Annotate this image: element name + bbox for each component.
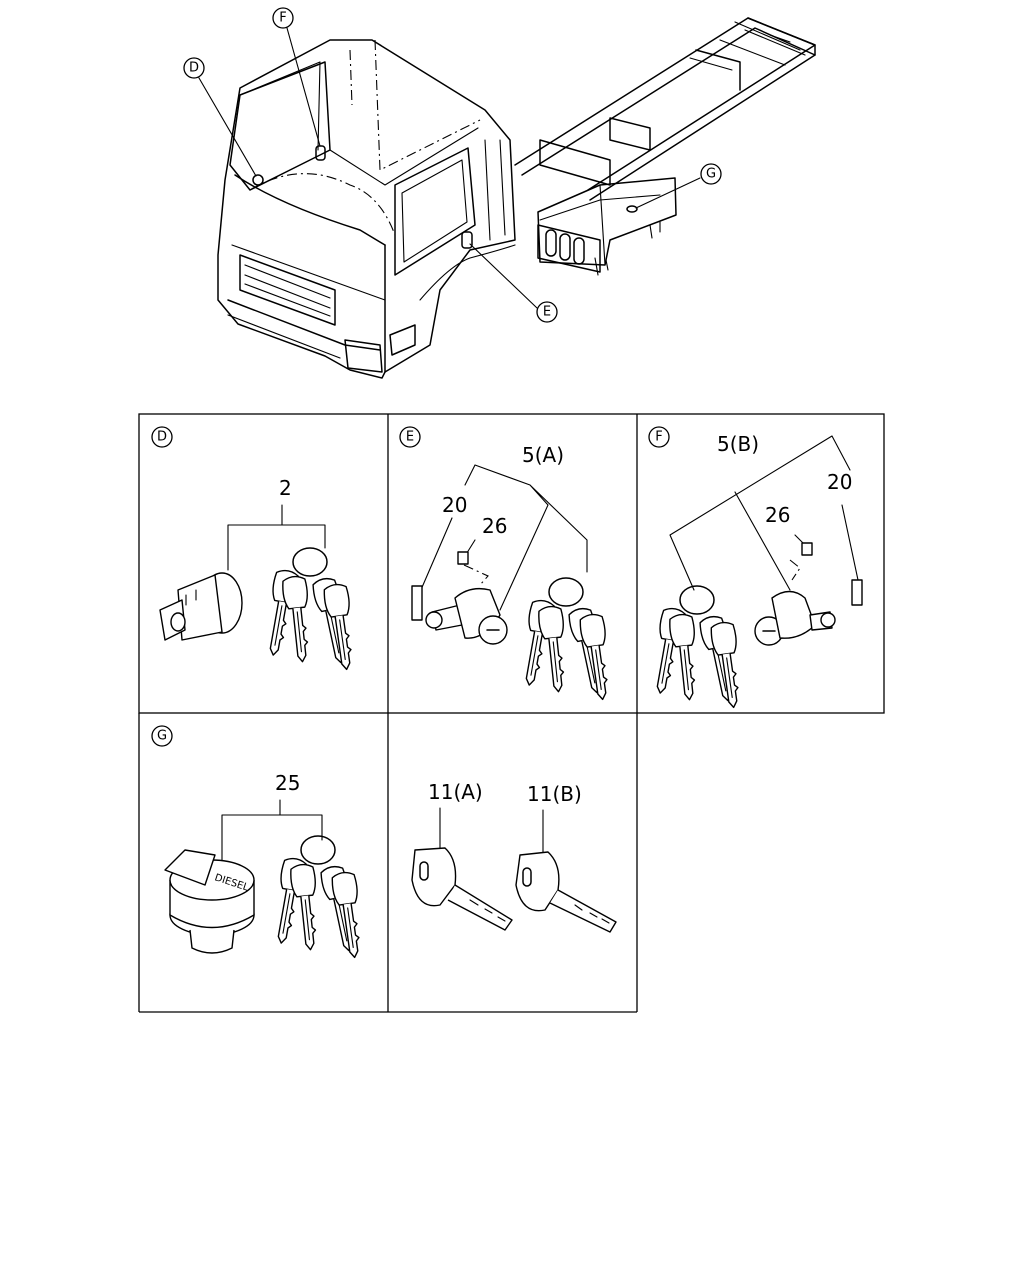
panel-key-blanks: 11(A) 11(B) — [411, 780, 617, 933]
leader-bracket — [221, 799, 323, 871]
svg-text:E: E — [543, 305, 551, 320]
key-set — [517, 578, 614, 701]
part-number-11a: 11(A) — [428, 780, 483, 804]
part-number-5a: 5(A) — [522, 443, 564, 467]
truck-overview: D F G E — [183, 7, 816, 379]
part-number-5b: 5(B) — [717, 432, 759, 456]
key-set — [261, 548, 358, 671]
lock-cylinder-assembly — [411, 551, 508, 645]
part-number-20: 20 — [827, 470, 852, 494]
part-number-26: 26 — [482, 514, 507, 538]
key-set — [269, 836, 366, 959]
lock-cylinder-assembly — [754, 542, 863, 646]
panel-g-callout: G — [151, 725, 173, 747]
leader-bracket — [227, 504, 326, 571]
svg-text:F: F — [655, 430, 662, 445]
door-lock-cylinder — [159, 572, 243, 641]
overview-callout-f: F — [272, 7, 294, 29]
truck-cab — [217, 39, 516, 379]
part-number-11b: 11(B) — [527, 782, 582, 806]
part-number-25: 25 — [275, 771, 300, 795]
part-number-20: 20 — [442, 493, 467, 517]
svg-text:E: E — [406, 430, 414, 445]
panel-grid — [138, 413, 885, 1013]
key-blank-b — [515, 851, 617, 933]
part-number-26: 26 — [765, 503, 790, 527]
overview-callout-g: G — [700, 163, 722, 185]
leader-bracket — [669, 435, 851, 591]
svg-text:D: D — [189, 61, 199, 76]
panel-d-callout: D — [151, 426, 173, 448]
panel-e-callout: E — [399, 426, 421, 448]
svg-text:G: G — [157, 729, 167, 744]
svg-text:G: G — [706, 167, 716, 182]
panel-e: E 5(A) 20 26 — [399, 426, 615, 701]
key-blank-a — [411, 847, 513, 931]
fuel-tank — [537, 177, 677, 276]
svg-text:F: F — [279, 11, 286, 26]
part-number-2: 2 — [279, 476, 292, 500]
panel-f: F 5(B) 20 26 — [648, 426, 863, 709]
leader-bracket — [464, 464, 588, 611]
overview-callout-e: E — [536, 301, 558, 323]
overview-leaders — [198, 27, 701, 309]
key-set — [648, 586, 745, 709]
panel-f-callout: F — [648, 426, 670, 448]
chassis-frame — [514, 17, 816, 201]
fuel-cap: DIESEL — [164, 849, 255, 954]
panel-g: G 25 DIESEL — [151, 725, 367, 959]
overview-callout-d: D — [183, 57, 205, 79]
svg-text:D: D — [157, 430, 167, 445]
panel-d: D 2 — [151, 426, 359, 671]
